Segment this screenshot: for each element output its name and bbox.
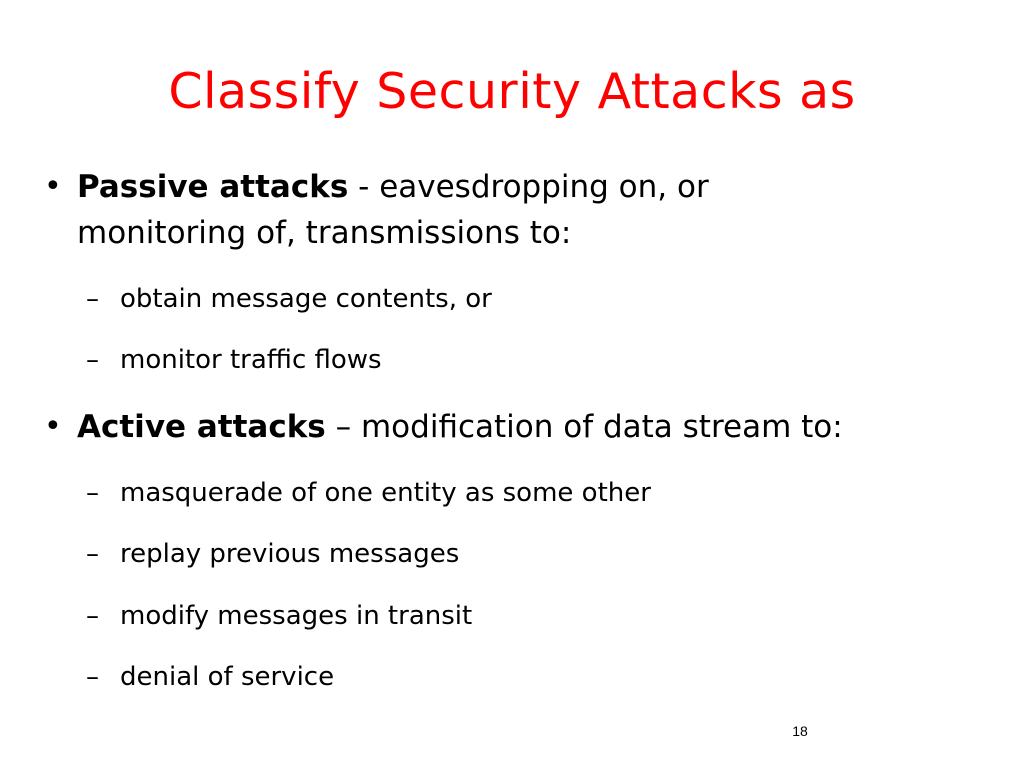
dash-icon: – <box>86 662 99 692</box>
dash-icon: – <box>86 539 99 569</box>
bullet-1-separator: - <box>348 169 380 205</box>
dash-icon: – <box>86 478 99 508</box>
bullet-2-term: Active attacks <box>77 409 326 445</box>
page-number: 18 <box>792 723 808 739</box>
bullet-2-text: modification of data stream to: <box>360 409 843 445</box>
dash-icon: – <box>86 284 99 314</box>
bullet-1-line-1: Passive attacks - eavesdropping on, or <box>77 168 709 206</box>
bullet-2-subitem-3: modify messages in transit <box>120 601 473 631</box>
bullet-2-subitem-2: replay previous messages <box>120 539 460 569</box>
dash-icon: – <box>86 601 99 631</box>
bullet-2-line-1: Active attacks – modification of data st… <box>77 408 843 446</box>
bullet-2-subitem-1: masquerade of one entity as some other <box>120 478 651 508</box>
bullet-2-subitem-4: denial of service <box>120 662 335 692</box>
bullet-icon: • <box>44 409 62 444</box>
slide-title: Classify Security Attacks as <box>168 63 856 120</box>
bullet-1-text: eavesdropping on, or <box>379 169 709 205</box>
bullet-2-separator: – <box>325 409 361 445</box>
dash-icon: – <box>86 345 99 375</box>
bullet-1-term: Passive attacks <box>77 169 349 205</box>
bullet-icon: • <box>44 169 62 204</box>
bullet-1-subitem-2: monitor traffic flows <box>120 345 382 375</box>
bullet-1-line-2: monitoring of, transmissions to: <box>77 215 572 251</box>
bullet-1-subitem-1: obtain message contents, or <box>120 284 492 314</box>
